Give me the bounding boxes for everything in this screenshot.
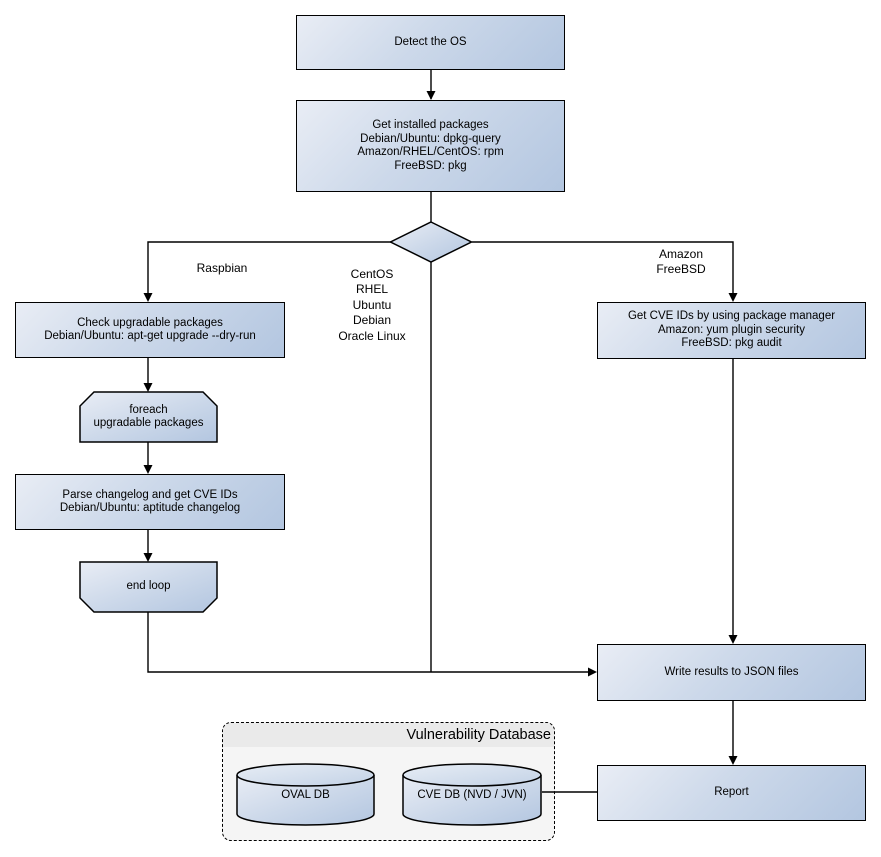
decision-diamond xyxy=(388,221,474,263)
flow-node-parse-changelog: Parse changelog and get CVE IDs Debian/U… xyxy=(15,474,285,530)
arrowhead-into-write-results-top xyxy=(728,635,738,644)
connector-endloop-to-write-results xyxy=(147,612,588,673)
flow-node-report: Report xyxy=(597,765,866,821)
cylinder-oval-db-label: OVAL DB xyxy=(281,789,330,802)
arrowhead-into-endloop xyxy=(143,553,153,562)
cylinder-cve-db-label: CVE DB (NVD / JVN) xyxy=(417,789,527,802)
flow-node-write-results: Write results to JSON files xyxy=(597,644,866,701)
arrowhead-into-check-upgradable xyxy=(143,293,153,302)
branch-label-amazon-freebsd: Amazon FreeBSD xyxy=(656,247,706,277)
arrowhead-into-parse xyxy=(143,465,153,474)
arrowhead-into-report xyxy=(728,756,738,765)
arrowhead-into-foreach xyxy=(143,383,153,392)
arrowhead-into-write-results-left xyxy=(588,667,597,677)
branch-label-centos-rhel-ubuntu-debian-oracle: CentOS RHEL Ubuntu Debian Oracle Linux xyxy=(338,267,406,343)
flow-node-get-installed-packages: Get installed packages Debian/Ubuntu: dp… xyxy=(296,100,565,192)
loop-start-label: foreach upgradable packages xyxy=(93,403,204,430)
flow-node-get-cve-ids: Get CVE IDs by using package manager Ama… xyxy=(597,302,866,359)
vulnerability-database-title: Vulnerability Database xyxy=(406,727,551,743)
arrowhead-into-installed xyxy=(426,91,436,100)
flow-node-check-upgradable-packages: Check upgradable packages Debian/Ubuntu:… xyxy=(15,302,285,358)
loop-end-label: end loop xyxy=(126,580,171,593)
branch-label-raspbian: Raspbian xyxy=(196,261,248,275)
vulnerability-database-header: Vulnerability Database xyxy=(223,723,554,747)
flow-node-detect-os: Detect the OS xyxy=(296,15,565,70)
arrowhead-into-get-cve xyxy=(728,293,738,302)
